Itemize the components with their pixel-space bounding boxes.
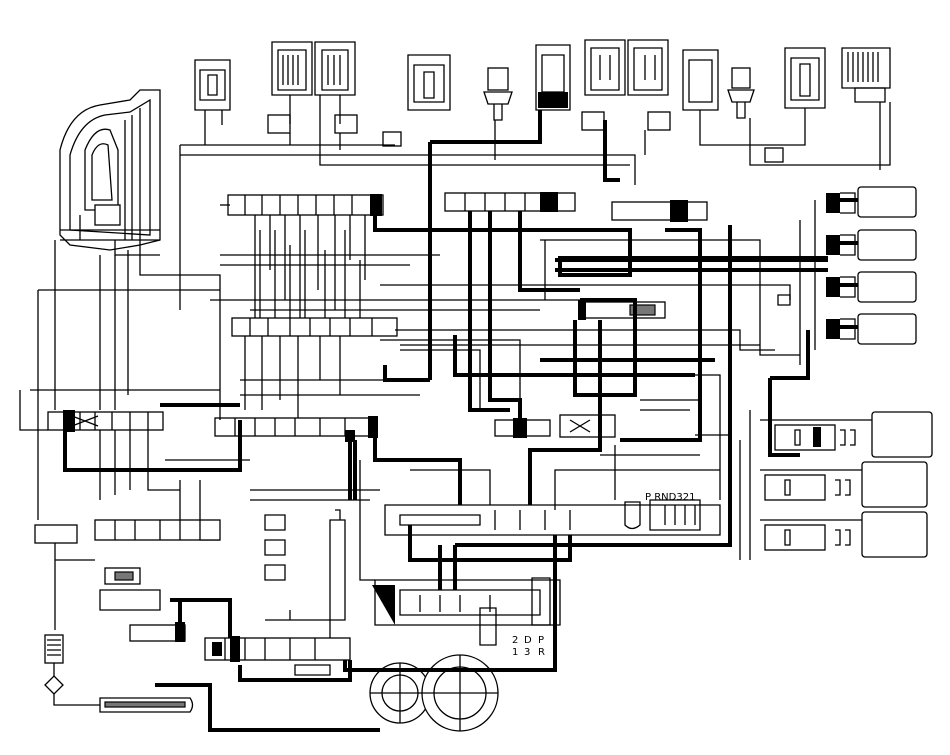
shift-valve-middle (231, 317, 398, 420)
oil-strainer (44, 634, 194, 713)
center-shift-valves (444, 192, 708, 438)
selector-label-r: R (538, 647, 545, 658)
pressure-sensor (483, 67, 513, 121)
solenoid-valve (841, 47, 891, 103)
pressure-regulator-valve (47, 403, 242, 472)
signal-pipe-network (210, 230, 800, 621)
manual-valve-assembly: P RND321 (384, 492, 721, 536)
solenoid-valve (764, 47, 826, 163)
selector-label-d: D (524, 635, 532, 646)
solenoid-valve (194, 59, 231, 140)
clutch-solenoid-stack (777, 186, 917, 365)
pump-control-valve (129, 610, 351, 676)
accumulator-stack (739, 410, 933, 560)
top-pipe-network (179, 95, 891, 380)
torque-converter (59, 89, 161, 256)
lower-valve-body: 2 D P 1 3 R (372, 577, 561, 658)
pressure-sensor (727, 67, 755, 119)
oil-pump (369, 654, 499, 732)
selector-label-2: 2 (512, 635, 518, 646)
selector-position-labels: P RND321 (645, 492, 695, 503)
solenoid-valve (581, 39, 671, 131)
solenoid-valve (535, 44, 571, 111)
selector-label-1: 1 (512, 647, 518, 658)
shift-valve-upper (220, 194, 384, 330)
selector-label-3: 3 (524, 647, 530, 658)
selector-label-p: P (538, 635, 544, 646)
solenoid-valve (382, 54, 451, 147)
lower-left-valve-block (34, 519, 221, 630)
solenoid-valve (267, 41, 358, 134)
left-pipe-network (19, 240, 250, 541)
shift-valve-lower (214, 416, 378, 442)
solenoid-row-top (194, 39, 891, 163)
solenoid-valve (682, 49, 719, 111)
